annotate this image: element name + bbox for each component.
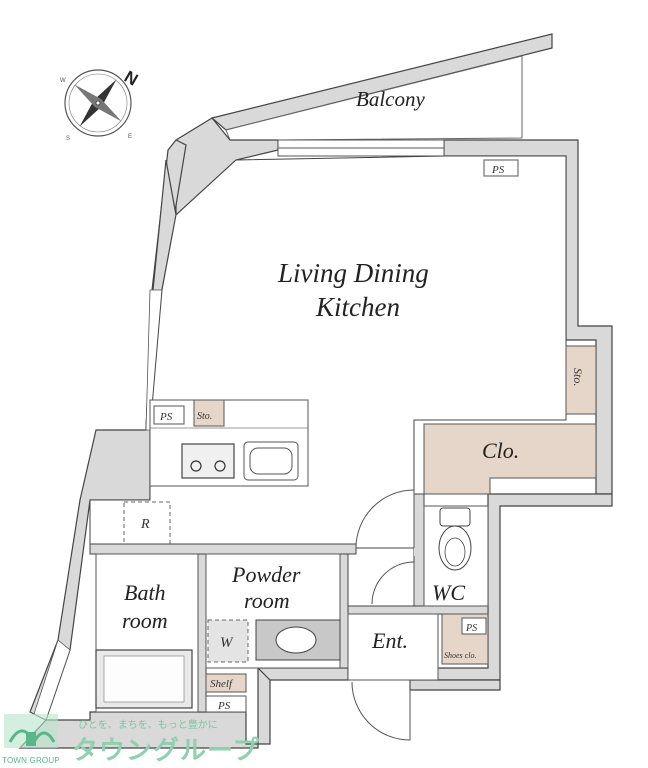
brand-name: タウングループ: [72, 736, 260, 766]
doors: [351, 489, 415, 741]
bath-label-line2: room: [122, 608, 168, 633]
balcony-label: Balcony: [356, 87, 425, 111]
ps-entrance-label: PS: [465, 623, 477, 634]
ps-entrance-box: [461, 617, 487, 635]
entrance-label: Ent.: [371, 628, 408, 653]
ps-bottom-box: [205, 695, 247, 713]
compass-west: W: [60, 78, 66, 84]
ldk-label-line2: Kitchen: [315, 292, 400, 322]
washer-label: W: [220, 635, 234, 651]
brand-tagline: ひとを、まちを、もっと豊かに: [78, 720, 218, 731]
washer-space: [207, 619, 249, 663]
brand-caption: TOWN GROUP: [2, 756, 60, 765]
refrigerator-label: R: [140, 517, 150, 532]
ps-top-box: [483, 159, 519, 177]
storage-side-box: [565, 345, 597, 415]
shoes-closet-label: Shoes clo.: [444, 651, 476, 660]
bath-label-line1: Bath: [124, 580, 166, 605]
ldk-label-line1: Living Dining: [277, 258, 429, 288]
bath-room: [95, 553, 199, 713]
ps-bottom-label: PS: [217, 700, 231, 712]
powder-label-line2: room: [244, 588, 290, 613]
wc-room: [423, 505, 489, 607]
entrance-area: [347, 613, 439, 681]
wc-label: WC: [432, 580, 465, 605]
compass-south: S: [66, 136, 70, 142]
ps-kitchen-box: [153, 405, 185, 425]
closet-label: Clo.: [482, 438, 519, 463]
balcony-area: [210, 33, 553, 141]
town-group-logo-icon: [4, 714, 58, 748]
compass-east: E: [128, 134, 132, 140]
powder-label-line1: Powder: [231, 562, 301, 587]
shelf-label: Shelf: [210, 678, 234, 690]
shelf-box: [205, 673, 247, 693]
ps-kitchen-label: PS: [159, 411, 173, 423]
storage-kitchen-label: Sto.: [197, 411, 212, 422]
outer-walls: [18, 117, 613, 749]
storage-kitchen-box: [193, 399, 225, 427]
compass-north: N: [121, 67, 141, 90]
compass: [64, 69, 132, 137]
branding: TOWN GROUP ひとを、まちを、もっと豊かに タウングループ: [0, 712, 260, 768]
ps-top-label: PS: [491, 164, 505, 176]
storage-side-label: Sto.: [571, 368, 585, 386]
